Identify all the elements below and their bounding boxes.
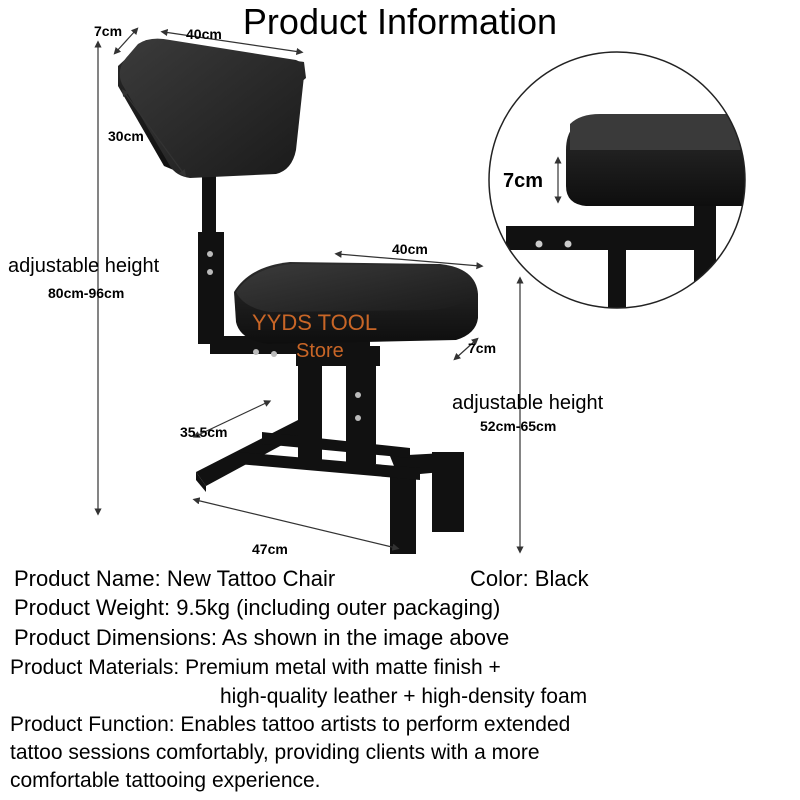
watermark-line2: Store bbox=[296, 340, 344, 362]
product-function-line2: tattoo sessions comfortably, providing c… bbox=[10, 741, 540, 764]
product-function-line3: comfortable tattooing experience. bbox=[10, 769, 321, 792]
chair-base bbox=[196, 346, 464, 554]
total-height-label: adjustable height bbox=[8, 255, 160, 277]
seat-height-range: 52cm-65cm bbox=[480, 418, 557, 434]
seat-cushion bbox=[234, 262, 478, 344]
zoom-detail bbox=[488, 51, 746, 309]
seat-width-label: 40cm bbox=[392, 241, 428, 257]
armrest-thickness-label: 7cm bbox=[94, 23, 123, 39]
product-materials-line1: Product Materials: Premium metal with ma… bbox=[10, 656, 501, 679]
product-materials-line2: high-quality leather + high-density foam bbox=[220, 685, 588, 708]
armrest-depth-label: 30cm bbox=[108, 128, 144, 144]
tattoo-chair-illustration bbox=[94, 27, 746, 554]
base-depth-label: 35.5cm bbox=[180, 424, 228, 440]
watermark-line1: YYDS TOOL bbox=[252, 310, 378, 335]
base-width-label: 47cm bbox=[252, 541, 288, 557]
armrest-cushion bbox=[118, 38, 306, 178]
seat-height-label: adjustable height bbox=[452, 392, 604, 414]
product-color: Color: Black bbox=[470, 566, 589, 591]
product-dimensions: Product Dimensions: As shown in the imag… bbox=[14, 625, 510, 650]
dimension-lines bbox=[94, 27, 524, 554]
total-height-range: 80cm-96cm bbox=[48, 285, 125, 301]
product-weight: Product Weight: 9.5kg (including outer p… bbox=[14, 595, 501, 620]
armrest-width-label: 40cm bbox=[186, 26, 222, 42]
seat-thickness-label: 7cm bbox=[468, 340, 497, 356]
product-name: Product Name: New Tattoo Chair bbox=[14, 566, 336, 591]
product-function-line1: Product Function: Enables tattoo artists… bbox=[10, 713, 571, 736]
zoom-thickness-label: 7cm bbox=[503, 170, 544, 192]
